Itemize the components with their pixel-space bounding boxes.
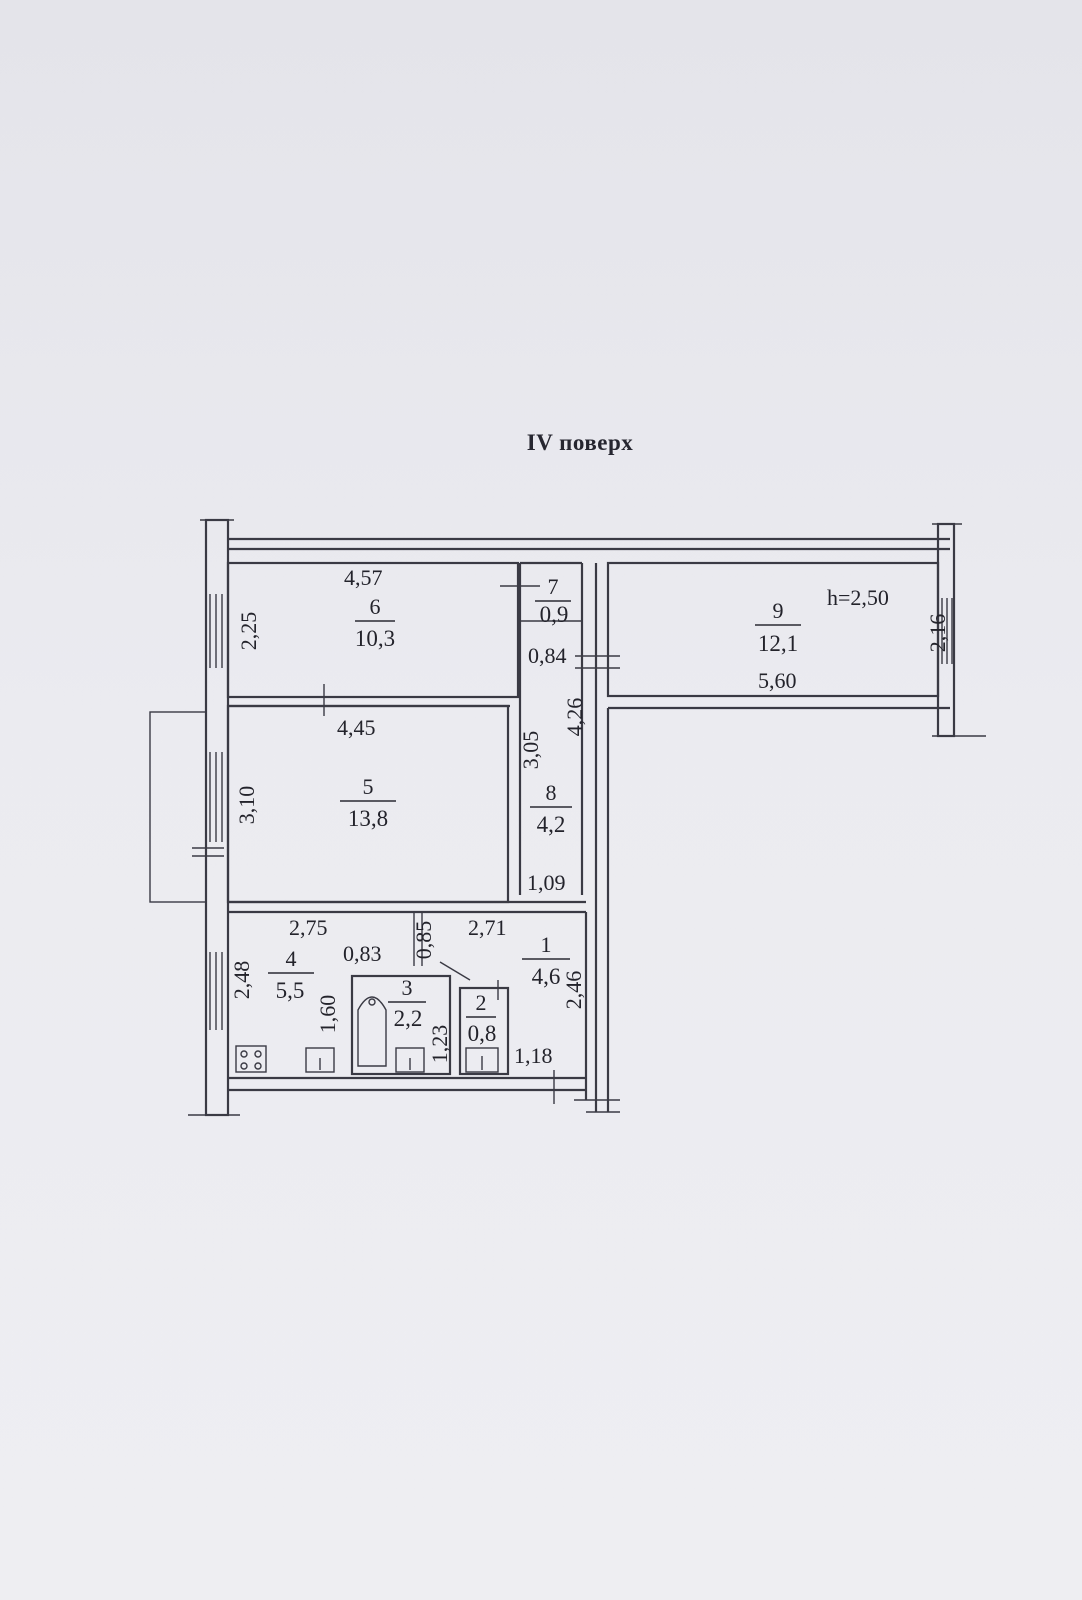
kitchen-sink-icon [305,1047,335,1073]
room-7-label: 7 0,9 [535,574,571,627]
floor-title: IV поверх [526,430,634,455]
dim-room1-bottom: 1,18 [514,1043,553,1068]
room-8-area: 4,2 [537,812,566,837]
room-8-number: 8 [546,780,557,805]
dim-room5-width: 4,45 [337,715,376,740]
room-4-label: 4 5,5 [268,946,314,1003]
balcony [149,711,207,903]
room-2-number: 2 [476,990,487,1015]
room-6-label: 6 10,3 [355,594,395,651]
dim-room6-width: 4,57 [344,565,383,590]
room-9-area: 12,1 [758,631,798,656]
room-7-number: 7 [548,574,559,599]
walls [149,518,986,1117]
room6-outline [226,561,520,699]
room-5-label: 5 13,8 [340,774,396,831]
room-3-area: 2,2 [394,1006,423,1031]
room-9-number: 9 [773,598,784,623]
room-3-label: 3 2,2 [388,975,426,1031]
dim-room9-width: 5,60 [758,668,797,693]
dim-room9-height: 2,16 [925,614,950,653]
room-9-label: 9 12,1 [755,598,801,656]
room-5-number: 5 [363,774,374,799]
dim-corridor-height: 4,26 [562,698,587,737]
dim-room4-inner: 1,60 [315,995,340,1034]
room-1-area: 4,6 [532,964,561,989]
stove-icon [235,1045,267,1073]
toilet-icon [465,1047,499,1073]
room-7-area: 0,9 [540,602,569,627]
room-6-number: 6 [370,594,381,619]
vertical-dimensions: 2,25 3,10 3,05 4,26 2,16 2,48 1,60 0,85 … [229,612,950,1064]
dim-room5-height: 3,10 [234,786,259,825]
room-8-label: 8 4,2 [530,780,572,837]
dim-room1-width: 2,71 [468,915,507,940]
room-2-area: 0,8 [468,1021,497,1046]
room-4-number: 4 [286,946,297,971]
room-2-label: 2 0,8 [466,990,496,1046]
room9-outline [606,561,940,698]
dim-room4-height: 2,48 [229,961,254,1000]
room-6-area: 10,3 [355,626,395,651]
dim-room8-width: 1,09 [527,870,566,895]
dim-room4-width: 2,75 [289,915,328,940]
dim-room8-height: 3,05 [518,731,543,770]
room-4-area: 5,5 [276,978,305,1003]
horizontal-dimensions: 4,57 4,45 0,84 5,60 1,09 2,75 2,71 0,8 3 … [289,565,797,1068]
dim-room6-height: 2,25 [236,612,261,651]
bathtub-icon [357,996,387,1067]
window-room4 [209,952,223,1030]
ceiling-height: h=2,50 [827,585,889,610]
room2-outline [458,986,510,1076]
dim-room3-width: 0,83 [343,941,382,966]
room-3-number: 3 [402,975,413,1000]
dim-room3-height: 1,23 [427,1025,452,1064]
dim-room1-height: 2,46 [561,971,586,1010]
dim-room3-diag: 0,85 [411,921,436,960]
washbasin-icon [395,1047,425,1073]
room-labels: 6 10,3 7 0,9 9 12,1 5 13,8 8 [268,574,801,1046]
window-room6 [209,594,223,668]
window-room9 [941,598,953,664]
dim-corridor-width: 0,84 [528,643,567,668]
room-1-number: 1 [541,932,552,957]
room-5-area: 13,8 [348,806,388,831]
window-room5 [209,752,223,842]
room3-outline [350,974,452,1076]
room-1-label: 1 4,6 [522,932,570,989]
